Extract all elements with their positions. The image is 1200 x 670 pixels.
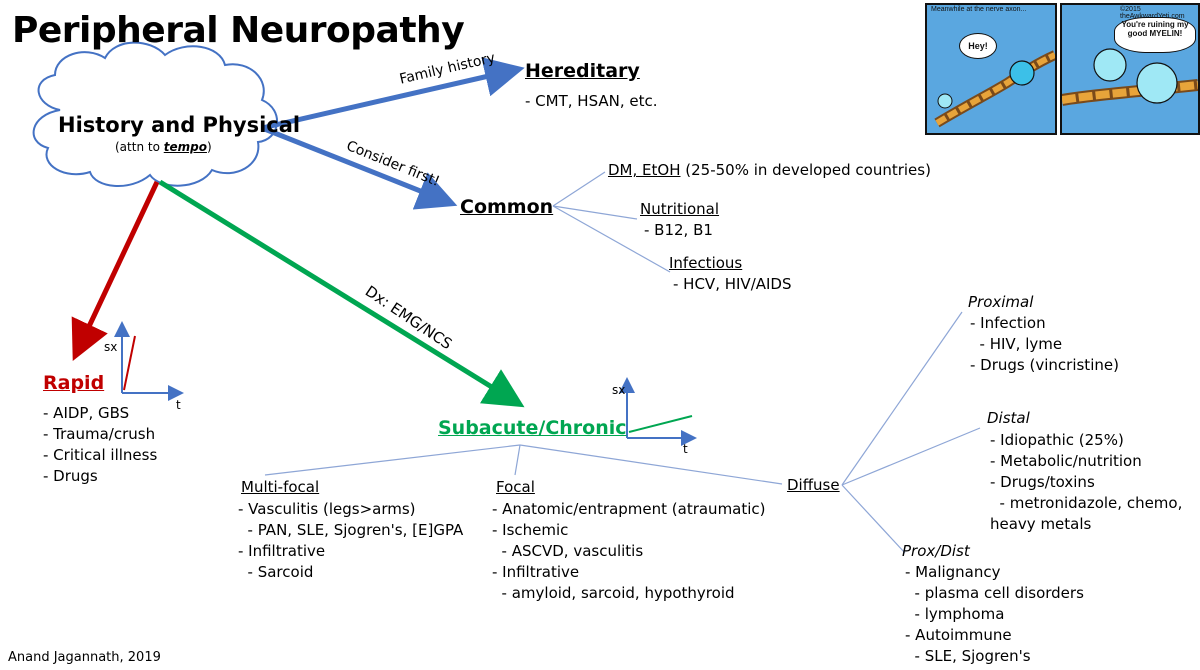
proximal-item: - Drugs (vincristine) (970, 356, 1119, 374)
common-dm-rest: (25-50% in developed countries) (680, 161, 931, 179)
proximal-label: Proximal (968, 293, 1034, 311)
multifocal-item: - Sarcoid (238, 563, 314, 581)
multifocal-item: - Infiltrative (238, 542, 326, 560)
rapid-axis-x: t (176, 398, 181, 412)
history-cloud (32, 41, 279, 188)
distal-item: - metronidazole, chemo, (990, 494, 1183, 512)
proxdist-label: Prox/Dist (902, 542, 970, 560)
distal-item: heavy metals (990, 515, 1092, 533)
comic-panel-2: ©2015 theAwkwardYeti.com You're ruining … (1060, 3, 1200, 135)
multifocal-label: Multi-focal (241, 478, 320, 496)
arrow-to-subacute (158, 179, 525, 408)
rapid-item: - Critical illness (43, 446, 158, 464)
rapid-graph (114, 321, 184, 401)
comic-copyright: ©2015 theAwkwardYeti.com (1120, 6, 1185, 20)
diffuse-label: Diffuse (787, 476, 840, 494)
proxdist-item: - Autoimmune (905, 626, 1012, 644)
rapid-axis-y: sx (104, 340, 118, 354)
page-title: Peripheral Neuropathy (12, 10, 465, 51)
diffuse-branches (841, 311, 981, 554)
history-note-suffix: ) (206, 140, 212, 154)
common-infectious: Infectious (669, 254, 743, 272)
subacute-branches (264, 444, 783, 485)
multifocal-item: - Vasculitis (legs>arms) (238, 500, 416, 518)
focal-item: - amyloid, sarcoid, hypothyroid (492, 584, 735, 602)
subacute-title: Subacute/Chronic (438, 417, 627, 439)
common-dm: DM, EtOH (25-50% in developed countries) (608, 160, 931, 181)
comic-bubble-2: You're ruining my good MYELIN! (1114, 17, 1196, 53)
common-dm-label: DM, EtOH (608, 161, 681, 179)
proximal-item: - Infection (970, 314, 1046, 332)
history-title: History and Physical (58, 113, 301, 137)
proxdist-item: - Malignancy (905, 563, 1001, 581)
common-nutritional: Nutritional (640, 200, 720, 218)
comic-header: Meanwhile at the nerve axon... (931, 6, 1027, 13)
myelin-illustration (1062, 48, 1198, 106)
common-nutritional-item: - B12, B1 (644, 221, 713, 239)
proxdist-item: - plasma cell disorders (905, 584, 1084, 602)
focal-item: - Anatomic/entrapment (atraumatic) (492, 500, 766, 518)
focal-item: - Ischemic (492, 521, 569, 539)
distal-item: - Metabolic/nutrition (990, 452, 1142, 470)
distal-item: - Drugs/toxins (990, 473, 1095, 491)
focal-item: - Infiltrative (492, 563, 580, 581)
comic-bubble-1: Hey! (959, 33, 997, 59)
common-infectious-item: - HCV, HIV/AIDS (673, 275, 792, 293)
nerve-axon-illustration (934, 50, 1055, 128)
subacute-axis-y: sx (612, 383, 626, 397)
history-note-prefix: (attn to (115, 140, 164, 154)
comic-panel-1: Meanwhile at the nerve axon... Hey! (925, 3, 1057, 135)
rapid-item: - Drugs (43, 467, 98, 485)
proxdist-item: - SLE, Sjogren's (905, 647, 1031, 665)
history-note-emphasis: tempo (163, 140, 207, 154)
focal-item: - ASCVD, vasculitis (492, 542, 644, 560)
proxdist-item: - lymphoma (905, 605, 1005, 623)
proximal-item: - HIV, lyme (970, 335, 1063, 353)
rapid-title: Rapid (43, 372, 105, 394)
multifocal-item: - PAN, SLE, Sjogren's, [E]GPA (238, 521, 464, 539)
rapid-item: - AIDP, GBS (43, 404, 130, 422)
arrow-to-hereditary (261, 57, 525, 131)
subacute-graph (619, 377, 697, 446)
distal-label: Distal (987, 409, 1030, 427)
common-branches (552, 171, 671, 273)
hereditary-title: Hereditary (525, 60, 640, 82)
distal-item: - Idiopathic (25%) (990, 431, 1124, 449)
subacute-axis-x: t (683, 442, 688, 456)
arrow-to-rapid (71, 180, 160, 362)
arrow-to-common (261, 125, 458, 210)
history-note: (attn to tempo) (115, 140, 212, 154)
focal-label: Focal (496, 478, 535, 496)
rapid-item: - Trauma/crush (43, 425, 156, 443)
common-title: Common (460, 196, 554, 218)
hereditary-item: - CMT, HSAN, etc. (525, 92, 658, 110)
footer-credit: Anand Jagannath, 2019 (8, 650, 161, 665)
